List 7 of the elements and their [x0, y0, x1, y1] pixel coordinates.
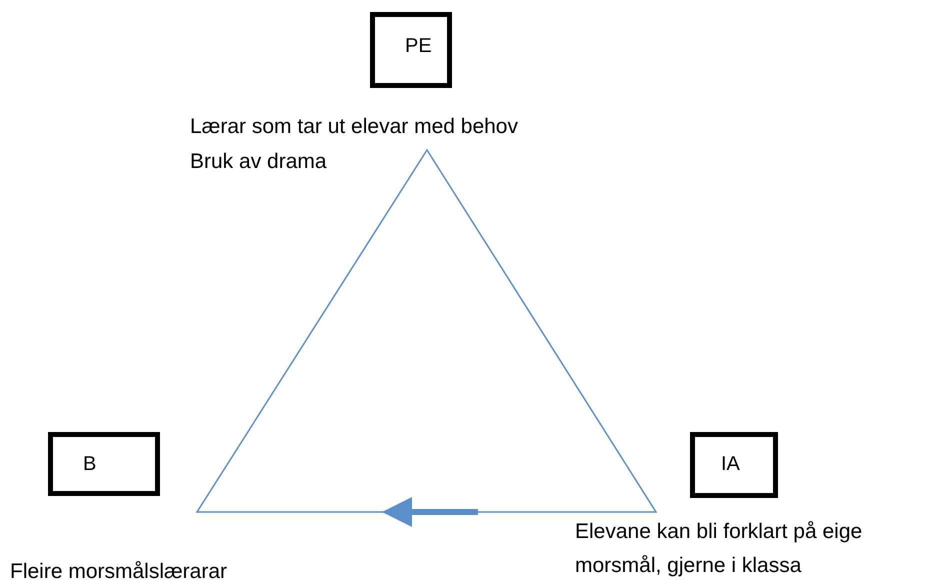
- note-text: Lærar som tar ut elevar med behov: [190, 114, 519, 140]
- note-text: Fleire morsmålslærarar: [10, 559, 228, 585]
- note-text: Elevane kan bli forklart på eige morsmål, gjerne i klassa: [575, 519, 864, 579]
- label-box: B: [48, 432, 160, 496]
- label-box: IA: [690, 432, 778, 498]
- label-box: PE: [370, 12, 452, 88]
- note-text: Bruk av drama: [190, 149, 328, 175]
